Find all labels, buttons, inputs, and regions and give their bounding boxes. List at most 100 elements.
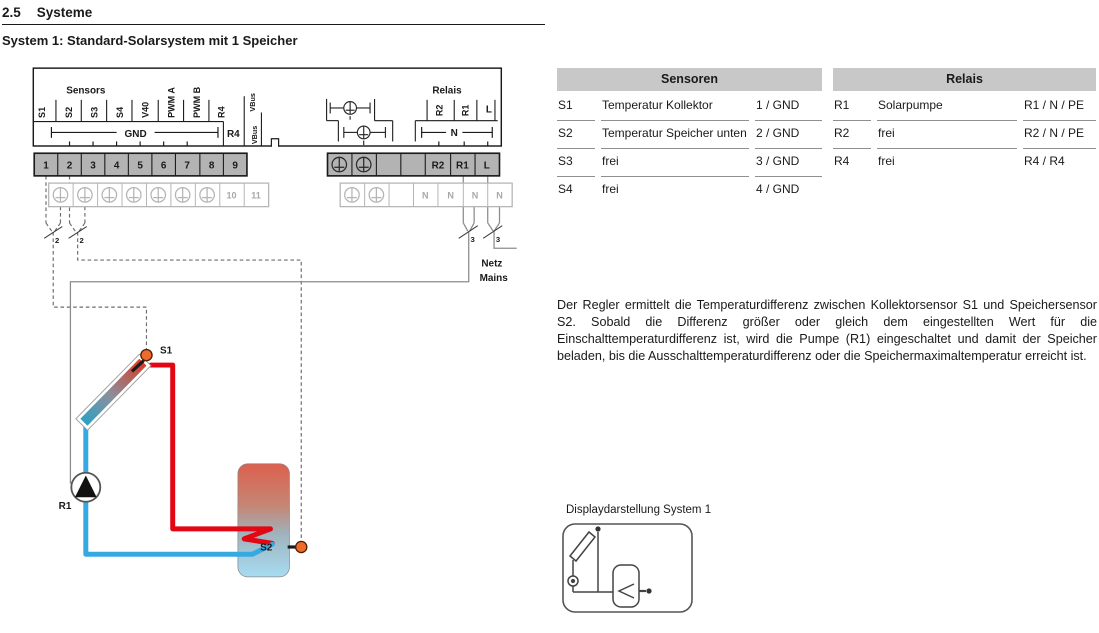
netz-label: Netz [481,258,502,269]
vbus-bus-label: VBus [250,126,259,145]
svg-text:6: 6 [161,161,167,172]
svg-text:2: 2 [67,161,73,172]
relay-desc: Solarpumpe [877,93,1017,121]
sensor-s1-dot [140,348,153,362]
relay-label-l: L [486,105,492,116]
input-label-r4: R4 [216,106,226,118]
relay-label-r2: R2 [434,105,444,117]
display-representation [562,523,693,613]
svg-text:L: L [484,161,490,172]
svg-text:R1: R1 [456,161,469,172]
pump [70,471,102,503]
input-label-s1: S1 [37,107,47,118]
svg-text:4: 4 [114,161,120,172]
display-s1-dot [595,526,601,532]
collector-sensor-probe [130,359,145,373]
relay-desc: frei [877,121,1017,149]
svg-text:8: 8 [209,161,215,172]
input-label-s4: S4 [115,107,125,118]
wiring-diagram: 2 2 3 3 Netz Mains [32,67,517,578]
sensor-s2-label: S2 [260,543,273,554]
gnd-bus: GND [50,126,219,146]
system-title: System 1: Standard-Solarsystem mit 1 Spe… [2,33,298,48]
svg-text:1: 1 [43,161,49,172]
relay-desc: frei [878,154,895,168]
sensor-table: Sensoren S1 Temperatur Kollektor 1 / GND… [557,68,822,204]
sensor-desc: Temperatur Kollektor [601,93,749,121]
sensor-s2-dot [295,540,308,554]
sensor-s1-label: S1 [160,345,173,356]
system-description: Der Regler ermittelt die Temperaturdiffe… [557,298,1097,363]
svg-text:7: 7 [184,161,190,172]
relay-conn: R2 / N / PE [1023,121,1096,149]
relay-id: R2 [833,121,871,149]
display-pump-icon [567,575,579,587]
n-bus: N [421,126,493,146]
relay-table-title: Relais [833,68,1096,91]
sensor-id: S2 [557,121,595,149]
core-count-s2: 2 [79,236,83,245]
pipes [83,362,275,557]
mains-cables [69,175,517,484]
storage-tank [237,463,290,578]
relay-id: R1 [833,93,871,121]
controller-box: Sensors Relais S1 S2 S3 S4 V40 PWM A PWM… [32,67,503,148]
sensor-desc: frei [602,182,619,196]
display-representation-label: Displaydarstellung System 1 [566,504,712,516]
display-tank-icon [612,564,640,608]
earth-bracket-upper [329,101,371,120]
svg-text:9: 9 [232,161,238,172]
svg-text:5: 5 [137,161,143,172]
terminal-strip-sensors: 1 2 3 4 5 6 7 8 9 [33,152,248,177]
plug-strip-sensors: 10 11 [48,182,270,208]
core-count-mains: 3 [496,235,500,244]
relay-table: Relais R1 Solarpumpe R1 / N / PE R2 frei… [833,68,1096,176]
section-title: Systeme [36,5,93,20]
sensor-id: S4 [558,182,573,196]
sensor-table-title: Sensoren [557,68,822,91]
sensors-group-label: Sensors [66,85,106,96]
input-label-s2: S2 [64,107,74,118]
svg-text:10: 10 [227,190,237,200]
svg-text:N: N [447,190,454,200]
core-count-s1: 2 [55,236,59,245]
earth-bracket-lower [343,125,387,146]
svg-text:3: 3 [90,161,96,172]
relay-conn: R1 / N / PE [1023,93,1096,121]
input-label-v40: V40 [140,102,150,118]
display-collector-icon [568,530,597,563]
input-label-s3: S3 [90,107,100,118]
relais-group-label: Relais [432,85,462,96]
sensor-conn: 1 / GND [755,93,822,121]
terminal-strip-relays: R2 R1 L [326,152,501,177]
mains-label: Mains [480,273,509,284]
input-label-pwma: PWM A [167,87,177,118]
display-s2-dot [646,588,652,594]
sensor-conn: 2 / GND [755,121,822,149]
input-label-pwmb: PWM B [192,86,202,118]
svg-text:N: N [451,128,458,139]
section-number: 2.5 [2,5,21,20]
sensor-desc: Temperatur Speicher unten [601,121,749,149]
svg-text:GND: GND [125,129,147,140]
section-heading: 2.5 Systeme [2,5,545,25]
plug-strip-relays: N N N N [339,182,513,208]
svg-text:N: N [472,190,479,200]
relay-id: R4 [834,154,850,168]
input-label-vbus: VBus [248,93,257,111]
sensor-id: S3 [557,149,595,177]
svg-text:N: N [422,190,429,200]
pump-label: R1 [59,501,72,512]
svg-text:N: N [496,190,503,200]
sensor-id: S1 [557,93,595,121]
sensor-conn: 4 / GND [756,182,800,196]
r4-bus-label: R4 [227,129,240,140]
relay-conn: R4 / R4 [1024,154,1065,168]
relay-label-r1: R1 [461,105,471,117]
cable-core-marks [43,225,503,239]
svg-text:R2: R2 [432,161,445,172]
sensor-cables [45,175,302,540]
sensor-conn: 3 / GND [755,149,822,177]
sensor-desc: frei [601,149,749,177]
svg-text:11: 11 [251,190,261,200]
